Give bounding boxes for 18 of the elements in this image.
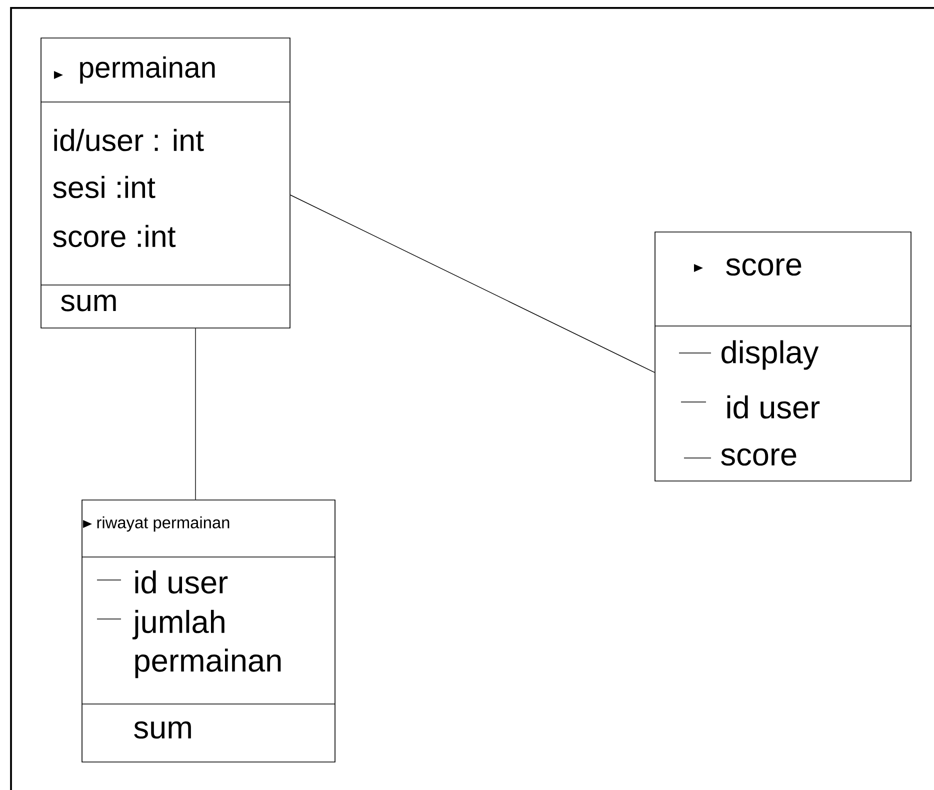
attribute-text: id user (727, 395, 820, 419)
connector-line (195, 328, 196, 500)
attribute-text: id/user : int (54, 128, 204, 152)
method-text: score (721, 448, 796, 466)
class-name: permainan (80, 56, 215, 84)
class-name: riwayat permainan (97, 516, 230, 532)
class-box (654, 232, 912, 482)
method-text: sum (61, 294, 116, 312)
attribute-text: id user (135, 570, 228, 594)
method-text: sum (134, 721, 191, 739)
attribute-text: jumlah permainan (132, 610, 281, 678)
class-name: score (726, 258, 802, 276)
attribute-text: display (722, 340, 819, 370)
attribute-text: sesi :int (53, 176, 156, 198)
attribute-text: score :int (53, 224, 176, 248)
class-box (40, 38, 290, 328)
connector-line (290, 194, 655, 373)
class-box (82, 500, 336, 762)
